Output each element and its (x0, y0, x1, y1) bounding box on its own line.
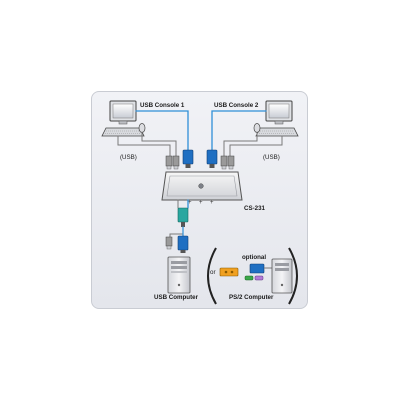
usb-plug-computer-icon (165, 236, 173, 250)
mouse-left-icon (138, 123, 146, 133)
vga-connector-right-icon (206, 149, 218, 168)
optional-bracket-left (207, 247, 217, 305)
teal-connector-icon (177, 207, 189, 227)
svg-text:+: + (188, 200, 192, 206)
usb-computer-label: USB Computer (154, 294, 199, 301)
ps2-adapter-green-icon (244, 263, 272, 281)
cables-console-1 (117, 110, 189, 159)
usb-console-1-label: USB Console 1 (140, 102, 185, 109)
cables-console-2 (211, 110, 283, 159)
usb-plugs-right-icon (220, 155, 235, 170)
usb-right-label: (USB) (263, 154, 280, 161)
ps2-computer-label: PS/2 Computer (229, 294, 274, 301)
output-cable (177, 199, 189, 209)
usb-computer-tower-icon (167, 256, 191, 294)
usb-plugs-left-icon (165, 155, 180, 170)
or-label: or (210, 269, 216, 276)
vga-plug-computer-icon (177, 235, 189, 253)
mouse-right-icon (253, 123, 261, 133)
keyboard-right-icon (255, 127, 299, 137)
monitor-right-icon (265, 100, 293, 125)
ps2-adapter-orange-icon (219, 267, 239, 277)
monitor-left-icon (109, 100, 137, 125)
svg-text:+: + (210, 200, 214, 206)
svg-text:+: + (199, 200, 203, 206)
kvm-switch-icon: + + + (161, 171, 243, 206)
keyboard-left-icon (101, 127, 145, 137)
optional-bracket-right (288, 247, 298, 305)
usb-left-label: (USB) (120, 154, 137, 161)
usb-console-2-label: USB Console 2 (214, 102, 259, 109)
model-label: CS-231 (244, 205, 265, 212)
vga-connector-left-icon (182, 149, 194, 168)
ps2-computer-tower-icon (271, 258, 293, 294)
optional-label: optional (242, 254, 267, 261)
